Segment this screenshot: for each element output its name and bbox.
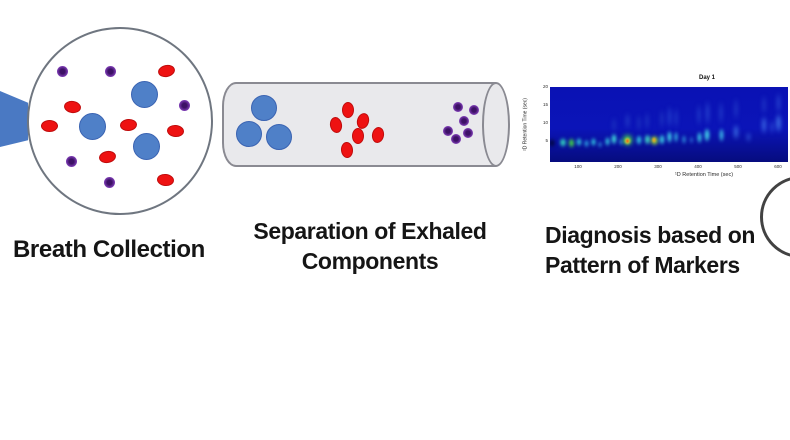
heatmap-peak xyxy=(637,111,641,135)
heatmap-peak xyxy=(558,135,568,149)
chromatogram-title: Day 1 xyxy=(698,75,715,81)
heatmap-peak xyxy=(674,103,678,133)
heatmap-peak xyxy=(673,129,679,145)
heatmap-peak xyxy=(666,101,672,133)
heatmap-peak xyxy=(761,112,767,138)
heatmap-peak xyxy=(603,134,611,148)
heatmap-peak xyxy=(651,136,657,144)
heatmap-peak xyxy=(719,96,723,130)
chromatogram-heatmap xyxy=(550,87,788,162)
heatmap-peak xyxy=(704,95,710,131)
heatmap-peak xyxy=(681,132,687,146)
heatmap-peak xyxy=(770,117,774,137)
x-tick-label: 300 xyxy=(654,164,662,169)
mouthpiece-funnel xyxy=(0,91,28,147)
y-tick-label: 20 xyxy=(542,84,548,89)
heatmap-peak xyxy=(717,125,725,145)
diagnosis-label-line1: Diagnosis based on xyxy=(545,222,756,248)
heatmap-peak xyxy=(589,136,597,148)
x-tick-label: 500 xyxy=(734,164,742,169)
heatmap-peak xyxy=(550,137,557,149)
x-tick-label: 200 xyxy=(614,164,622,169)
heatmap-peak xyxy=(774,109,782,137)
heatmap-peak xyxy=(582,137,590,149)
y-tick-label: 15 xyxy=(542,102,548,107)
heatmap-peak xyxy=(775,88,781,118)
heatmap-peak xyxy=(688,135,694,145)
heatmap-peak xyxy=(665,128,673,146)
separation-label: Separation of Exhaled Components xyxy=(235,216,505,276)
heatmap-peak xyxy=(703,125,711,145)
heatmap-peak xyxy=(734,93,738,125)
heatmap-peak xyxy=(762,91,766,119)
heatmap-peak xyxy=(660,105,664,133)
x-tick-label: 100 xyxy=(574,164,582,169)
heatmap-peak xyxy=(645,108,649,134)
breath-collection-label: Breath Collection xyxy=(13,236,205,263)
diagnosis-label-line2: Pattern of Markers xyxy=(545,252,740,278)
heatmap-peak xyxy=(597,139,603,149)
breath-sample-circle xyxy=(27,27,213,215)
heatmap-peak xyxy=(624,109,630,133)
heatmap-peak xyxy=(642,131,652,147)
x-tick-label: 400 xyxy=(694,164,702,169)
separation-label-line2: Components xyxy=(301,248,439,274)
heatmap-peak xyxy=(733,121,739,143)
chromatogram-x-axis-label: ¹D Retention Time (sec) xyxy=(674,172,734,178)
y-tick-label: 5 xyxy=(545,138,548,143)
diagnosis-label: Diagnosis based on Pattern of Markers xyxy=(545,220,785,280)
heatmap-peak xyxy=(695,128,703,146)
heatmap-peak xyxy=(610,131,618,147)
heatmap-peak xyxy=(745,130,751,144)
heatmap-peak xyxy=(697,99,701,131)
heatmap-peak xyxy=(566,136,576,150)
heatmap-peak xyxy=(635,133,643,147)
chromatogram-y-axis-label: ²D Retention Time (sec) xyxy=(522,98,529,151)
heatmap-peak xyxy=(575,136,583,148)
separation-column-body xyxy=(222,82,496,167)
heatmap-peak xyxy=(612,114,616,136)
separation-label-line1: Separation of Exhaled xyxy=(253,218,487,244)
heatmap-peak xyxy=(624,138,630,144)
separation-column-end-cap xyxy=(482,82,510,167)
heatmap-peak xyxy=(658,131,666,147)
chromatogram-panel: Day 1 ²D Retention Time (sec) 20 15 10 5 10… xyxy=(520,60,790,192)
y-tick-label: 10 xyxy=(542,120,548,125)
x-tick-label: 600 xyxy=(774,164,782,169)
